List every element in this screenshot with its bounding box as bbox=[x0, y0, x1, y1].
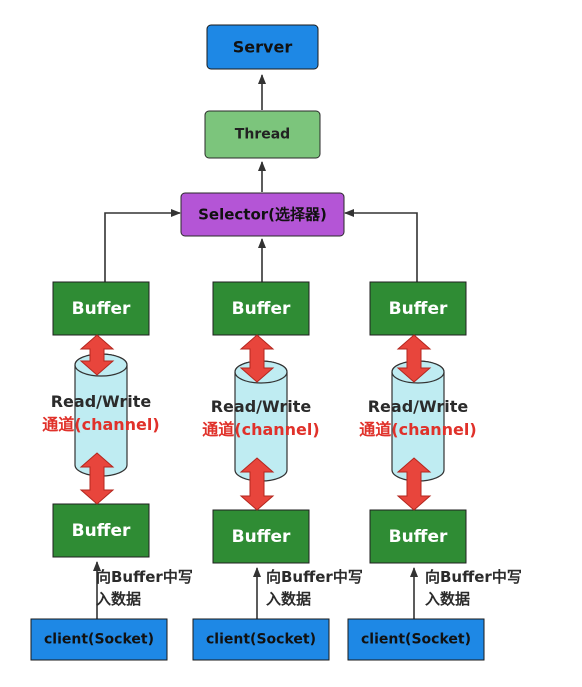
channel-columns: BufferBufferRead/Write通道(channel)向Buffer… bbox=[30, 281, 522, 661]
column-2: BufferBufferRead/Write通道(channel)向Buffer… bbox=[192, 281, 363, 661]
column-3: BufferBufferRead/Write通道(channel)向Buffer… bbox=[347, 281, 522, 661]
rw-arrow-upper-2 bbox=[239, 334, 275, 383]
channel-cylinder-1 bbox=[74, 353, 128, 477]
selector-node: Selector(选择器) bbox=[180, 192, 345, 237]
buffer-bottom-label-3: Buffer bbox=[389, 527, 448, 547]
write-note-line2-1: 入数据 bbox=[96, 590, 141, 608]
buffer-bottom-3: Buffer bbox=[369, 509, 467, 564]
buffer-top-2: Buffer bbox=[212, 281, 310, 336]
rw-arrow-upper-3 bbox=[396, 334, 432, 383]
buffer-top-3: Buffer bbox=[369, 281, 467, 336]
write-note-line1-2: 向Buffer中写 bbox=[266, 568, 363, 586]
client-label-3: client(Socket) bbox=[361, 632, 471, 648]
rw-arrow-upper-1 bbox=[79, 334, 115, 376]
server-node: Server bbox=[206, 24, 319, 70]
channel-name-label-1: 通道(channel) bbox=[42, 415, 159, 434]
column-1: BufferBufferRead/Write通道(channel)向Buffer… bbox=[30, 281, 193, 661]
buffer-bottom-2: Buffer bbox=[212, 509, 310, 564]
buffer-top-label-3: Buffer bbox=[389, 299, 448, 319]
write-note-line1-1: 向Buffer中写 bbox=[96, 568, 193, 586]
buffer-top-label-2: Buffer bbox=[232, 299, 291, 319]
client-label-1: client(Socket) bbox=[44, 632, 154, 648]
channel-rw-label-2: Read/Write bbox=[211, 397, 312, 416]
client-socket-3: client(Socket) bbox=[347, 618, 485, 661]
channel-rw-label-1: Read/Write bbox=[51, 392, 152, 411]
client-label-2: client(Socket) bbox=[206, 632, 316, 648]
thread-label: Thread bbox=[235, 127, 290, 143]
buffer-bottom-label-1: Buffer bbox=[72, 521, 131, 541]
top-connectors bbox=[104, 74, 418, 282]
write-note-line1-3: 向Buffer中写 bbox=[425, 568, 522, 586]
client-socket-1: client(Socket) bbox=[30, 618, 168, 661]
buffer-top-label-1: Buffer bbox=[72, 299, 131, 319]
buffer-bottom-label-2: Buffer bbox=[232, 527, 291, 547]
connector-right-buffer-to-selector bbox=[344, 209, 418, 282]
buffer-top-1: Buffer bbox=[52, 281, 150, 336]
rw-arrow-lower-2 bbox=[239, 457, 275, 511]
channel-name-label-3: 通道(channel) bbox=[359, 420, 476, 439]
selector-label: Selector(选择器) bbox=[198, 206, 327, 224]
write-note-line2-3: 入数据 bbox=[425, 590, 470, 608]
write-note-line2-2: 入数据 bbox=[266, 590, 311, 608]
channel-name-label-2: 通道(channel) bbox=[202, 420, 319, 439]
client-socket-2: client(Socket) bbox=[192, 618, 330, 661]
rw-arrow-lower-1 bbox=[79, 452, 115, 505]
thread-node: Thread bbox=[204, 110, 321, 159]
buffer-bottom-1: Buffer bbox=[52, 503, 150, 558]
rw-arrow-lower-3 bbox=[396, 457, 432, 511]
server-label: Server bbox=[233, 38, 293, 57]
connector-left-buffer-to-selector bbox=[104, 209, 181, 282]
channel-rw-label-3: Read/Write bbox=[368, 397, 469, 416]
